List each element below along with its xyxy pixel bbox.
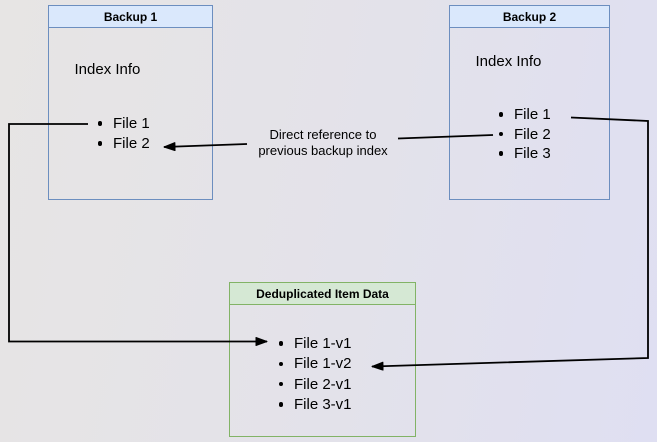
edge-label-line2: previous backup index — [258, 142, 388, 158]
node-backup-2: Backup 2 Index Info File 1 File 2 File 3 — [449, 5, 610, 200]
bullet-icon — [97, 121, 102, 126]
bullet-icon — [278, 341, 283, 346]
list-item-label: File 1 — [514, 105, 551, 123]
list-item: File 1-v2 — [278, 354, 352, 374]
edge-label-line1: Direct reference to — [269, 127, 377, 142]
bullet-icon — [498, 131, 503, 137]
list-item-label: File 1-v1 — [294, 335, 352, 353]
backup-1-index-info-label: Index Info — [74, 60, 141, 78]
list-item: File 3 — [498, 144, 551, 164]
bullet-icon — [278, 361, 283, 367]
list-item-label: File 1-v2 — [294, 355, 352, 373]
list-item: File 1 — [498, 105, 551, 125]
node-backup-1: Backup 1 Index Info File 1 File 2 — [48, 5, 213, 200]
bullet-icon — [278, 402, 283, 407]
list-item-label: File 2 — [113, 135, 150, 152]
node-deduplicated-item-data-title: Deduplicated Item Data — [230, 283, 415, 305]
list-item-label: File 3-v1 — [294, 396, 352, 414]
backup-2-index-info-label: Index Info — [475, 52, 542, 70]
list-item-label: File 2-v1 — [294, 375, 352, 393]
bullet-icon — [498, 112, 503, 117]
node-deduplicated-item-data: Deduplicated Item Data File 1-v1 File 1-… — [229, 282, 416, 437]
node-backup-2-title: Backup 2 — [450, 6, 609, 28]
list-item: File 1-v1 — [278, 334, 352, 354]
list-item: File 1 — [97, 114, 150, 134]
list-item-label: File 2 — [514, 125, 551, 143]
bullet-icon — [97, 141, 102, 146]
list-item: File 2 — [498, 124, 551, 144]
node-backup-1-title: Backup 1 — [49, 6, 212, 28]
dedup-item-list: File 1-v1 File 1-v2 File 2-v1 File 3-v1 — [278, 334, 352, 415]
list-item: File 3-v1 — [278, 394, 352, 414]
bullet-icon — [498, 151, 503, 156]
bullet-icon — [278, 381, 283, 387]
backup-1-file-list: File 1 File 2 — [97, 114, 150, 154]
edge-label-direct-reference: Direct reference to previous backup inde… — [240, 127, 406, 158]
backup-2-file-list: File 1 File 2 File 3 — [498, 105, 551, 164]
list-item-label: File 1 — [113, 115, 150, 132]
list-item: File 2 — [97, 134, 150, 154]
list-item-label: File 3 — [514, 145, 551, 163]
list-item: File 2-v1 — [278, 374, 352, 394]
